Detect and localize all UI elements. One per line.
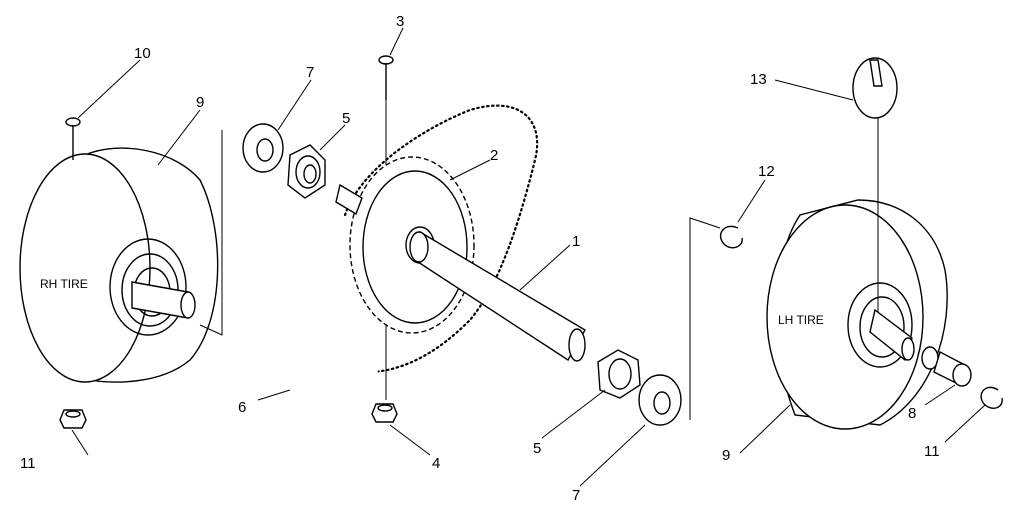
ring-clip-13 [852,57,898,320]
callout-13: 13 [750,71,767,88]
chain-6 [238,220,379,391]
shaft-key [335,183,363,216]
rh-guide-line [199,130,223,336]
callout-12: 12 [758,163,775,180]
washer-7-top [242,123,284,173]
callout-7-bottom: 7 [572,487,580,504]
e-clip-12 [719,225,743,249]
callout-1: 1 [572,233,580,250]
callout-9-left: 9 [196,94,204,111]
nut-4 [371,403,398,423]
callout-8: 8 [908,405,916,422]
lh-tire [766,199,948,430]
bushing-5-top [287,144,326,199]
rh-tire [19,147,219,383]
callout-11-right: 11 [924,443,940,460]
callout-4: 4 [432,455,440,472]
bolt-10 [65,117,81,160]
callout-numbers: 10 9 7 5 3 2 1 6 4 5 7 11 9 8 11 12 13 [20,13,940,504]
callout-9-right: 9 [722,447,730,464]
rh-tire-label: RH TIRE [40,277,88,291]
lh-guide-line [689,217,721,420]
chain-path [343,104,539,374]
callout-7-top: 7 [306,64,314,81]
bushing-5-bottom [597,349,641,399]
shaft-1 [409,230,586,362]
leader-lines [71,27,986,487]
washer-7-bottom [638,374,682,426]
callout-11-left: 11 [20,455,36,472]
lh-tire-label: LH TIRE [778,313,824,327]
spacer-8 [869,308,972,387]
nut-11-left [59,409,87,429]
callout-10: 10 [134,45,151,62]
callout-5-bottom: 5 [533,440,541,457]
callout-3: 3 [396,13,404,30]
callout-2: 2 [490,147,498,164]
callout-5-top: 5 [342,110,350,127]
callout-6: 6 [238,399,246,416]
e-clip-11-right [980,386,1003,409]
